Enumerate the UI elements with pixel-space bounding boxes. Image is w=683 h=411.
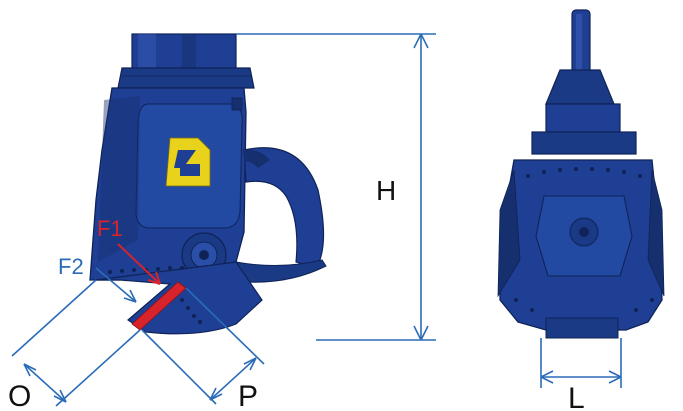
front-bottom-block	[545, 317, 619, 339]
label-f1: F1	[97, 216, 123, 241]
rotator-ring	[117, 67, 255, 89]
p-dim-line	[209, 357, 257, 401]
f1-arrow	[117, 243, 161, 285]
dimension-lines	[11, 33, 622, 407]
o-dim-line	[23, 363, 67, 403]
label-h: H	[376, 175, 396, 206]
label-p: P	[238, 380, 258, 411]
label-f2: F2	[58, 254, 84, 279]
p-ext-2	[185, 287, 265, 365]
front-bolts	[514, 167, 654, 312]
o-ext-2	[55, 329, 141, 407]
top-yoke	[545, 69, 615, 105]
o-ext-1	[11, 279, 97, 357]
lower-jaw	[95, 261, 263, 335]
logo-icon	[165, 137, 211, 187]
jaw-tip	[235, 259, 327, 283]
side-view	[89, 33, 327, 335]
p-ext-1	[141, 329, 217, 405]
label-l: L	[568, 382, 585, 411]
label-o: O	[8, 380, 31, 411]
front-view	[497, 9, 665, 339]
f2-guide	[95, 267, 137, 303]
